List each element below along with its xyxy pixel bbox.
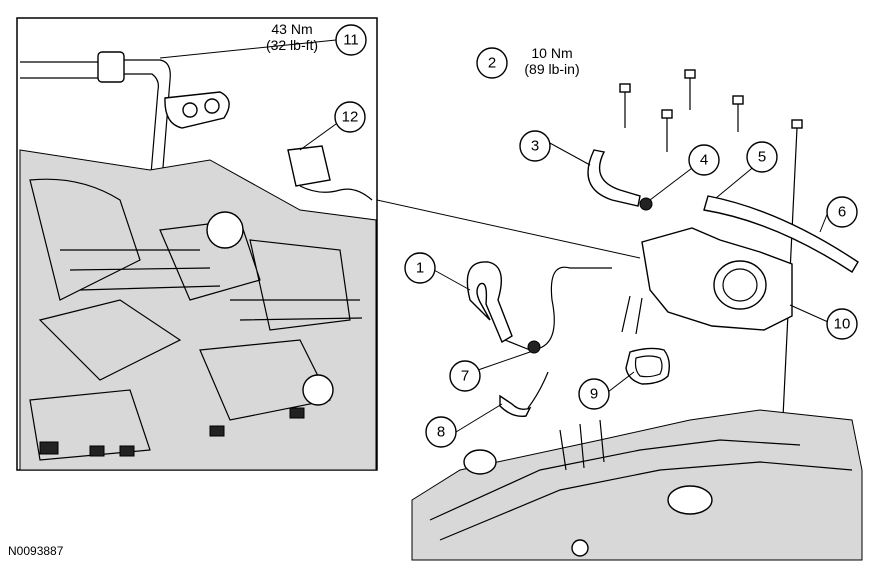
svg-text:11: 11	[343, 32, 359, 49]
gasket-inner	[634, 355, 663, 378]
svg-text:12: 12	[342, 109, 359, 126]
svg-text:4: 4	[700, 152, 708, 169]
bracket-hole	[182, 102, 198, 118]
hose-1	[466, 261, 513, 344]
inset-connector	[287, 145, 331, 187]
gasket-9	[625, 347, 671, 385]
clamp-7	[527, 340, 541, 354]
callouts: 1 2 3 4 5 6 7 8 9 10 11 12	[159, 24, 858, 448]
torque-spec-2: 10 Nm (89 lb-in)	[524, 45, 579, 77]
manifold-port	[667, 485, 713, 515]
callout-7: 7	[449, 360, 481, 392]
torque-nm: 43 Nm	[271, 21, 312, 37]
bolt	[732, 95, 744, 132]
bracket-hole	[204, 98, 220, 114]
leader-10	[789, 304, 829, 323]
leader-7	[477, 351, 531, 371]
part-8-lead	[527, 371, 549, 409]
oil-cap	[463, 449, 497, 475]
callout-8: 8	[425, 416, 457, 448]
callout-6: 6	[826, 196, 858, 228]
torque-spec-11: 43 Nm (32 lb-ft)	[266, 21, 318, 53]
callout-4: 4	[688, 144, 720, 176]
bolt	[684, 69, 696, 110]
inset-wire	[299, 185, 373, 201]
svg-text:6: 6	[838, 204, 846, 221]
callout-11: 11	[335, 24, 367, 56]
inset-sensor	[209, 425, 225, 437]
svg-text:10: 10	[834, 316, 851, 333]
inset-sensor	[39, 441, 59, 455]
svg-text:2: 2	[488, 55, 496, 72]
callout-12: 12	[334, 101, 366, 133]
throttle-plate	[722, 268, 758, 302]
callout-10: 10	[826, 308, 858, 340]
figure-id: N0093887	[8, 544, 64, 558]
leader-9	[607, 371, 635, 393]
inset-hose-end	[302, 374, 334, 406]
inset-upper-line	[20, 61, 100, 79]
leader-3	[547, 141, 591, 166]
vacuum-line	[539, 266, 612, 349]
hose-6	[703, 195, 859, 273]
torque-nm: 10 Nm	[531, 45, 572, 61]
svg-text:9: 9	[590, 386, 598, 403]
leader-8	[455, 403, 503, 433]
inset-detail-view	[16, 17, 378, 471]
inset-manifold-body	[19, 149, 377, 471]
inset-tube	[124, 59, 171, 331]
part-8	[499, 394, 532, 417]
inset-sensor	[89, 445, 105, 457]
inset-sensor	[289, 407, 305, 419]
callout-5: 5	[746, 141, 778, 173]
inset-valve	[206, 211, 244, 249]
manifold-runners	[429, 419, 853, 541]
leader-11	[159, 39, 337, 59]
inset-sensor	[119, 445, 135, 457]
bolt	[619, 83, 631, 128]
lower-intake-manifold	[411, 409, 863, 561]
exploded-parts	[411, 69, 863, 561]
hose-3	[587, 149, 641, 207]
manifold-fitting	[571, 539, 589, 557]
torque-imperial: (89 lb-in)	[524, 61, 579, 77]
callout-3: 3	[519, 130, 551, 162]
inset-runner-lines	[60, 249, 363, 321]
svg-text:3: 3	[531, 138, 539, 155]
leader-1	[433, 269, 471, 291]
svg-text:7: 7	[461, 368, 469, 385]
throttle-bore	[713, 260, 767, 310]
clamp-4	[639, 197, 653, 211]
torque-imperial: (32 lb-ft)	[266, 37, 318, 53]
svg-text:1: 1	[416, 260, 424, 277]
callout-9: 9	[578, 378, 610, 410]
inset-to-part-leader	[376, 199, 641, 259]
callout-2: 2	[476, 47, 508, 79]
callout-1: 1	[404, 252, 436, 284]
throttle-body-pipe	[621, 295, 643, 335]
leader-12	[299, 123, 337, 151]
bolt	[661, 109, 673, 152]
hose-1-neck	[504, 339, 531, 351]
inset-line-fitting	[97, 51, 125, 83]
inset-manifold-detail	[29, 178, 351, 461]
svg-text:5: 5	[758, 149, 766, 166]
svg-text:8: 8	[437, 424, 445, 441]
